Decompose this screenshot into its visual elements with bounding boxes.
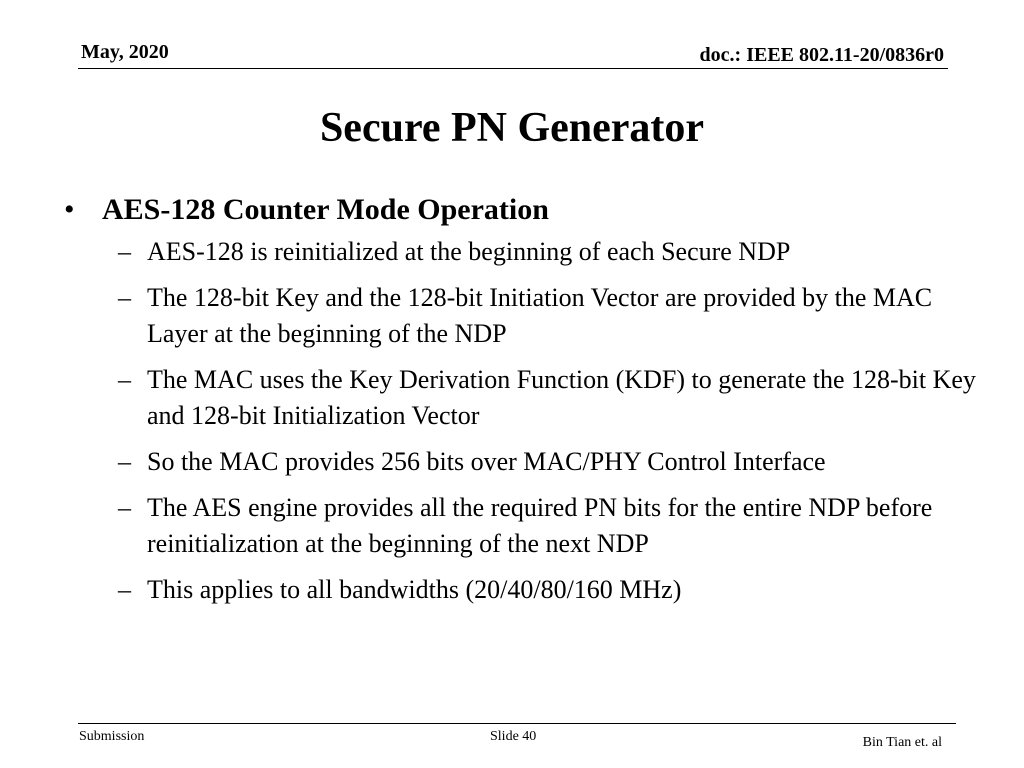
sub-bullet-text: AES-128 is reinitialized at the beginnin…	[147, 237, 791, 266]
dash-marker: –	[118, 447, 131, 476]
bullet-text: AES-128 Counter Mode Operation	[102, 193, 549, 226]
footer-author: Bin Tian et. al	[862, 735, 942, 750]
dash-marker: –	[118, 237, 131, 266]
sub-bullet-text: So the MAC provides 256 bits over MAC/PH…	[147, 447, 826, 476]
header-date: May, 2020	[81, 41, 169, 63]
sub-bullet-item: – This applies to all bandwidths (20/40/…	[0, 572, 977, 608]
sub-bullet-item: – So the MAC provides 256 bits over MAC/…	[0, 444, 977, 480]
footer-submission: Submission	[79, 729, 145, 744]
footer-divider	[78, 723, 956, 724]
sub-bullet-text: This applies to all bandwidths (20/40/80…	[147, 575, 682, 604]
sub-bullet-item: – The AES engine provides all the requir…	[0, 490, 977, 562]
bullet-item: • AES-128 Counter Mode Operation	[0, 190, 1024, 230]
header-doc-id: doc.: IEEE 802.11-20/0836r0	[699, 44, 944, 66]
sub-bullet-text: The MAC uses the Key Derivation Function…	[147, 365, 976, 430]
sub-bullet-item: – The MAC uses the Key Derivation Functi…	[0, 362, 977, 434]
sub-bullet-item: – The 128-bit Key and the 128-bit Initia…	[0, 280, 977, 352]
slide-body: • AES-128 Counter Mode Operation – AES-1…	[0, 190, 1024, 618]
header-divider	[78, 68, 948, 69]
bullet-marker: •	[64, 193, 75, 226]
sub-bullet-text: The 128-bit Key and the 128-bit Initiati…	[147, 283, 933, 348]
sub-bullet-text: The AES engine provides all the required…	[147, 493, 933, 558]
dash-marker: –	[118, 283, 131, 312]
dash-marker: –	[118, 365, 131, 394]
footer-slide-number: Slide 40	[490, 729, 537, 744]
slide-title: Secure PN Generator	[319, 105, 705, 151]
sub-bullet-item: – AES-128 is reinitialized at the beginn…	[0, 234, 977, 270]
dash-marker: –	[118, 575, 131, 604]
dash-marker: –	[118, 493, 131, 522]
